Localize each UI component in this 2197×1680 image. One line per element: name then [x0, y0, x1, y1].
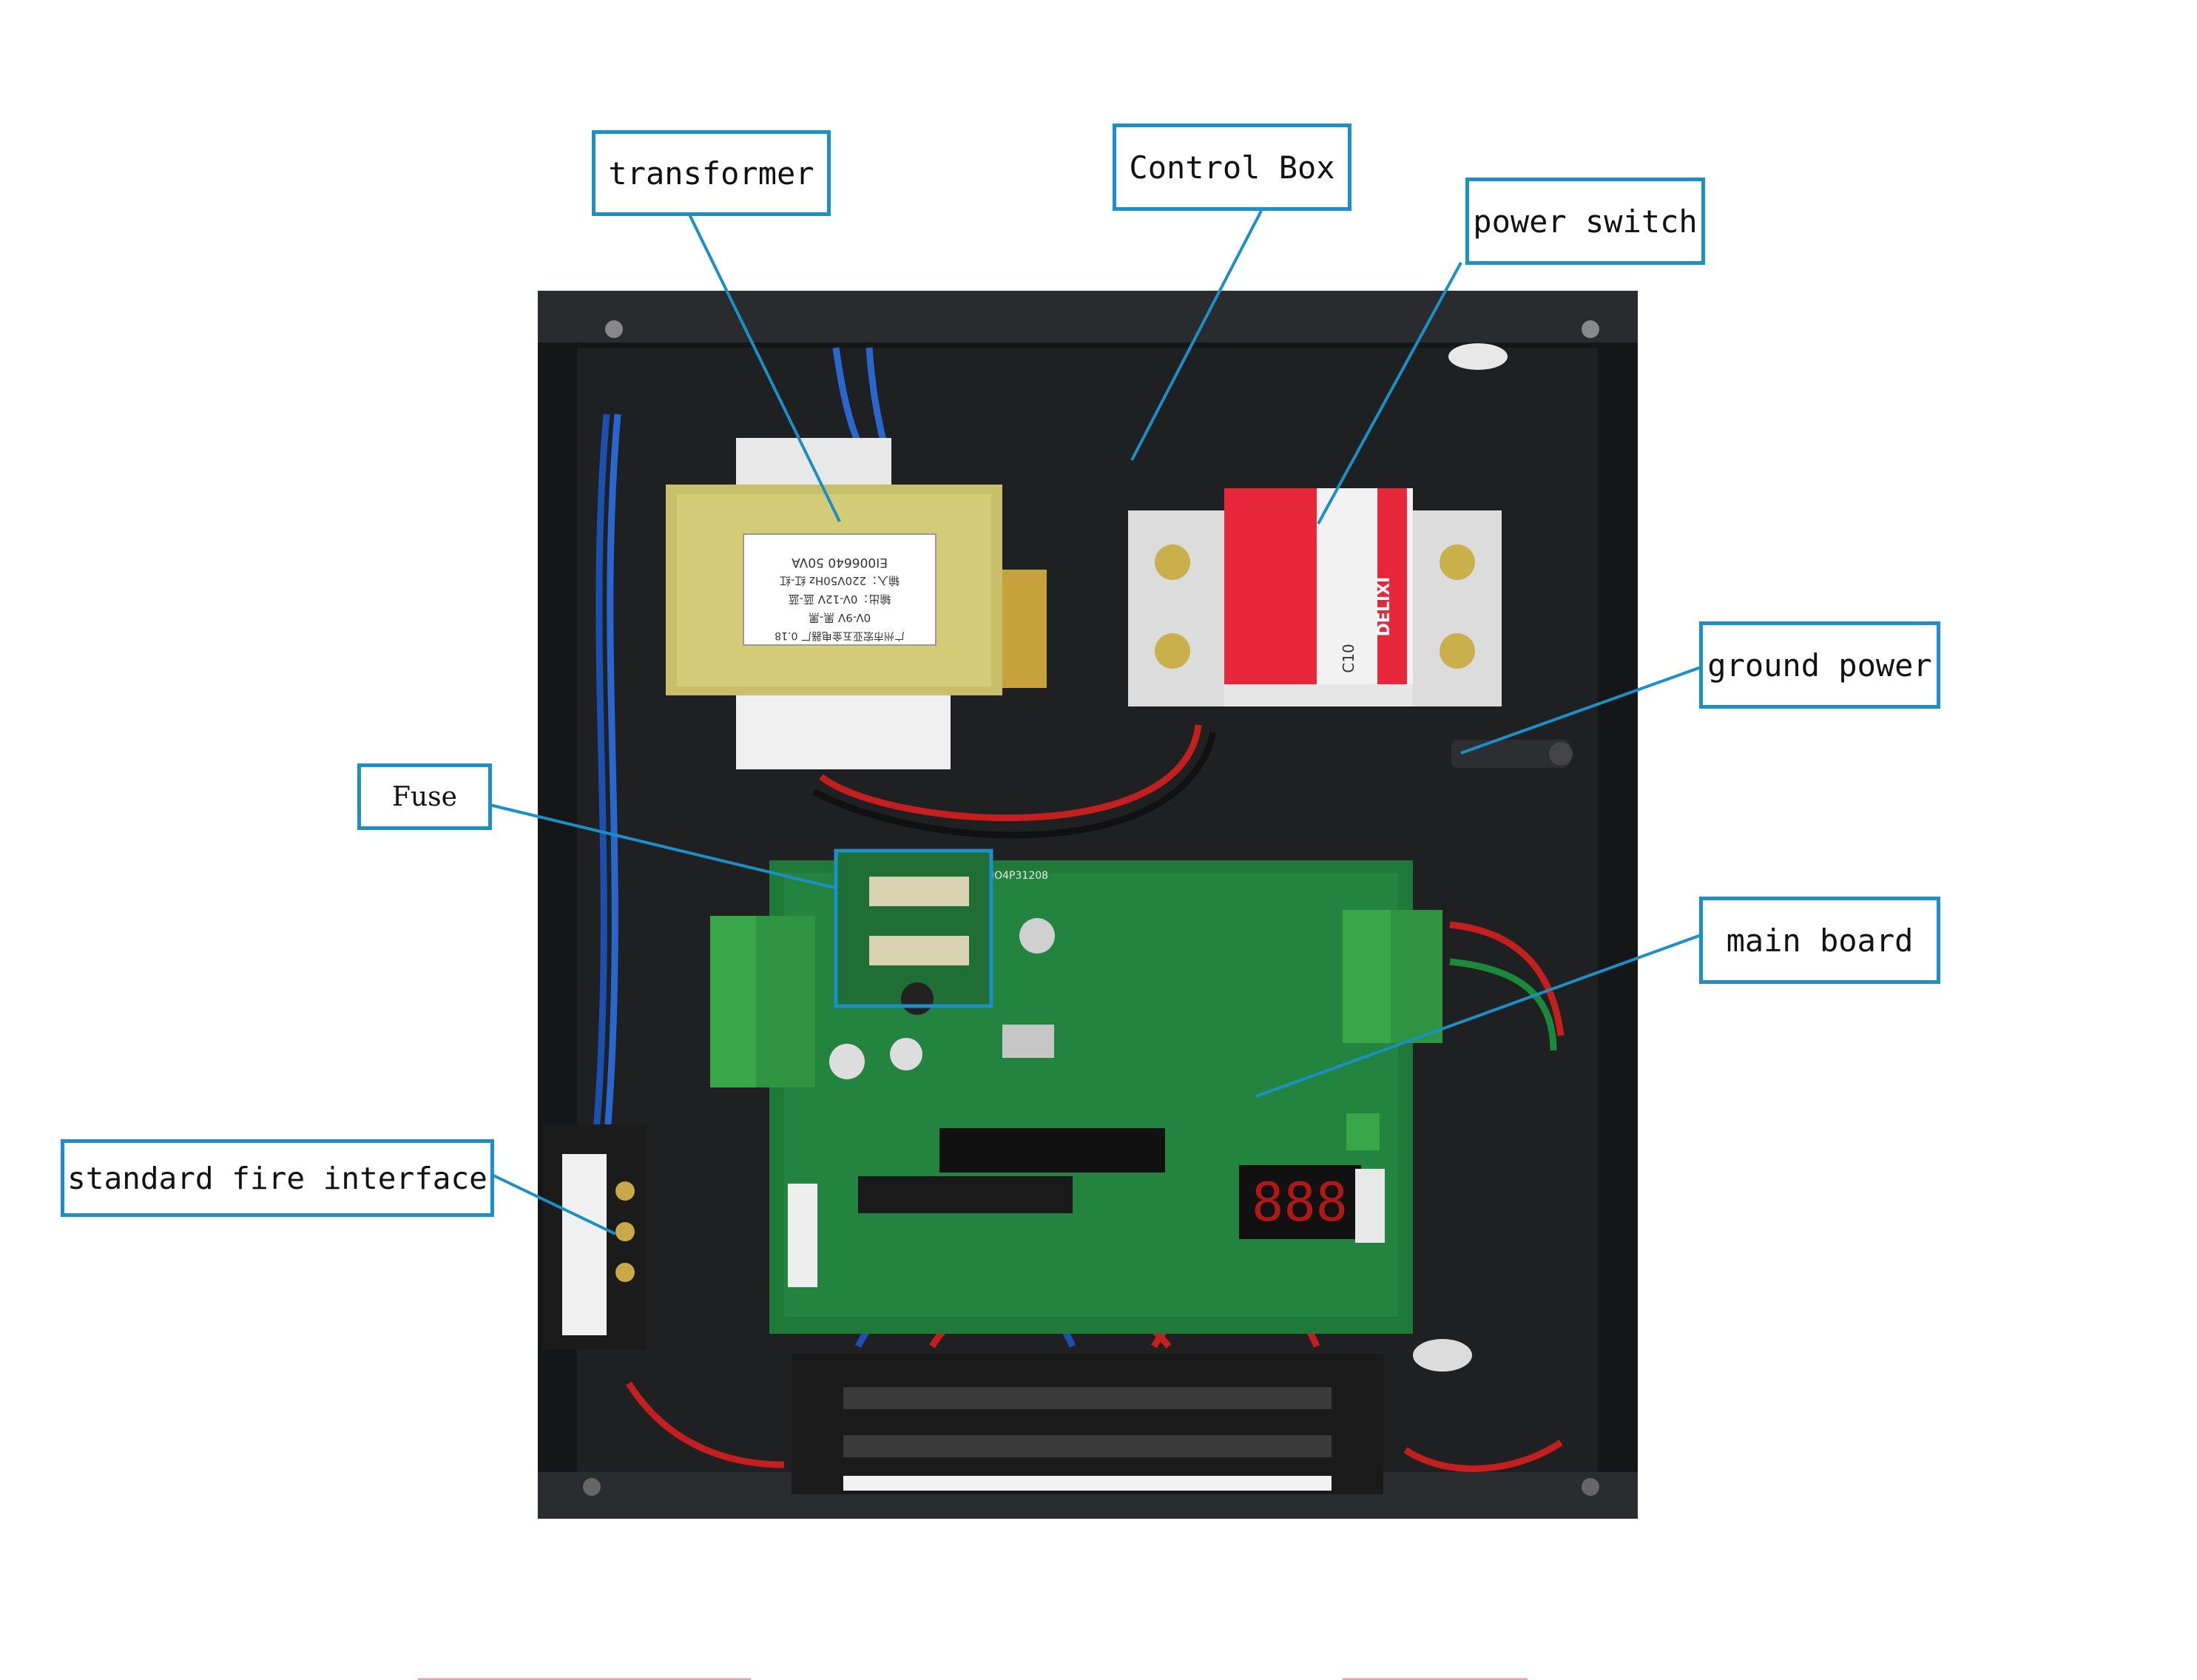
callout-standard-fire-interface: standard fire interface — [61, 1139, 494, 1217]
fire-interface-terminal — [543, 1124, 647, 1350]
callout-power-switch: power switch — [1465, 178, 1705, 265]
pcb-terminal-blocks — [710, 910, 1442, 1087]
leader-main-board — [1255, 932, 1706, 1098]
board-display-text: 888 — [1252, 1171, 1348, 1233]
leader-power-switch — [1317, 262, 1462, 524]
transformer-output2-text: 0V-9V 黑-黑 — [809, 611, 871, 624]
callout-transformer-text: transformer — [608, 155, 814, 192]
board-model-text: IO4P31208 — [991, 870, 1048, 882]
callout-control-box: Control Box — [1113, 124, 1351, 211]
ground-power-stud — [1451, 740, 1573, 768]
callout-transformer: transformer — [592, 130, 831, 216]
callout-fuse-text: Fuse — [392, 781, 457, 812]
transformer-output1-text: 输出：0V-12V 蓝-蓝 — [789, 593, 891, 606]
transformer-input-text: 输入：220V50Hz 红-红 — [780, 574, 900, 587]
transformer: EI006640 50VA 输入：220V50Hz 红-红 输出：0V-12V … — [666, 438, 1047, 769]
leader-lines — [489, 210, 1706, 1235]
callout-control-box-text: Control Box — [1129, 149, 1335, 186]
leader-control-box — [1130, 210, 1263, 461]
breaker-brand-text: DELIXI — [1375, 577, 1394, 637]
leader-fuse — [489, 803, 835, 889]
callout-main-board: main board — [1699, 897, 1940, 984]
callout-main-board-text: main board — [1726, 922, 1914, 959]
bottom-terminal-strip — [792, 1354, 1383, 1494]
transformer-model-text: EI006640 50VA — [792, 555, 888, 570]
callout-power-switch-text: power switch — [1473, 203, 1698, 240]
callout-ground-power-text: ground power — [1707, 647, 1932, 684]
breaker-rating-text: C10 — [1340, 644, 1357, 672]
callout-ground-power: ground power — [1699, 621, 1940, 709]
callout-fuse: Fuse — [357, 763, 492, 830]
circuit-breaker: DELIXI C10 — [1128, 488, 1502, 706]
transformer-maker-text: 广州市宏亚五金电器厂 0.18 — [774, 630, 905, 642]
leader-ground-power — [1460, 664, 1706, 755]
leader-transformer — [688, 214, 841, 522]
main-board-pcb: 888 IO4P31208 — [769, 851, 1413, 1334]
leader-fire-interface — [491, 1173, 616, 1235]
fuse-highlight-box — [834, 849, 993, 1008]
callout-standard-fire-interface-text: standard fire interface — [67, 1160, 487, 1196]
